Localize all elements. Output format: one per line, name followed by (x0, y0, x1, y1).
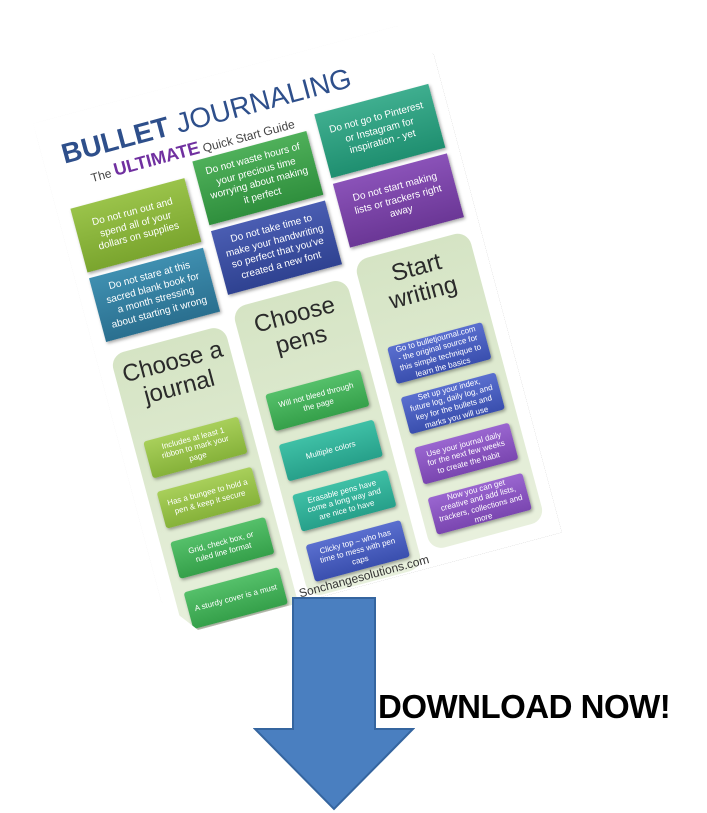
download-now-label[interactable]: DOWNLOAD NOW! (378, 688, 671, 725)
list-item: Includes at least 1 ribbon to mark your … (143, 416, 247, 478)
list-item: Will not bleed through the page (265, 369, 369, 431)
list-item: Has a bungee to hold a pen & keep it sec… (157, 467, 261, 529)
list-item: Use your journal daily for the next few … (414, 423, 518, 485)
list-item: Set up your index, future log, daily log… (401, 372, 505, 434)
list-item: Multiple colors (279, 420, 383, 482)
down-arrow-shape (253, 597, 415, 811)
list-item: Grid, check box, or ruled line format (170, 517, 274, 579)
column-heading: Choose pens (251, 291, 338, 361)
list-item: Now you can get creative and add lists, … (427, 473, 531, 535)
list-item: Erasable pens have come a long way and a… (292, 470, 396, 532)
column-heading: Start writing (386, 248, 461, 316)
guide-sheet: BULLET JOURNALING The ULTIMATE Quick Sta… (33, 19, 562, 638)
column-heading: Choose a journal (119, 335, 226, 410)
subtitle-pre: The (89, 166, 114, 186)
list-item: Go to bulletjournal.com - the original s… (387, 322, 491, 384)
down-arrow-icon[interactable] (253, 596, 415, 811)
